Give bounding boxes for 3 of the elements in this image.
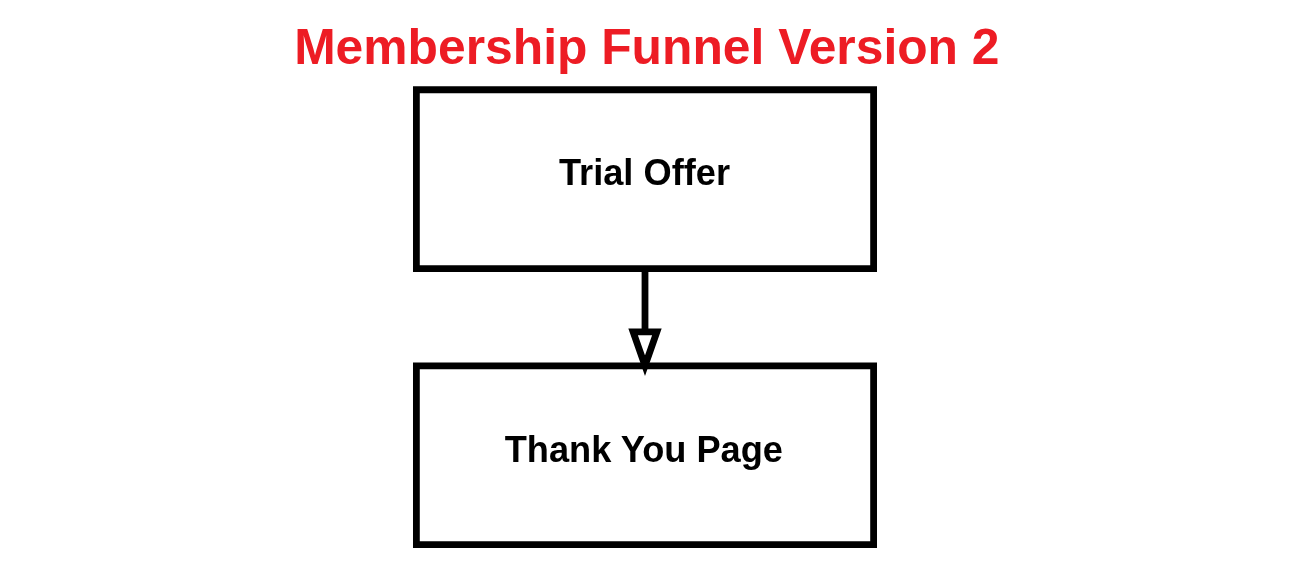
node-box: Trial Offer bbox=[412, 86, 877, 272]
node-box: Thank You Page bbox=[412, 362, 877, 549]
diagram-title: Membership Funnel Version 2 bbox=[293, 18, 1000, 75]
